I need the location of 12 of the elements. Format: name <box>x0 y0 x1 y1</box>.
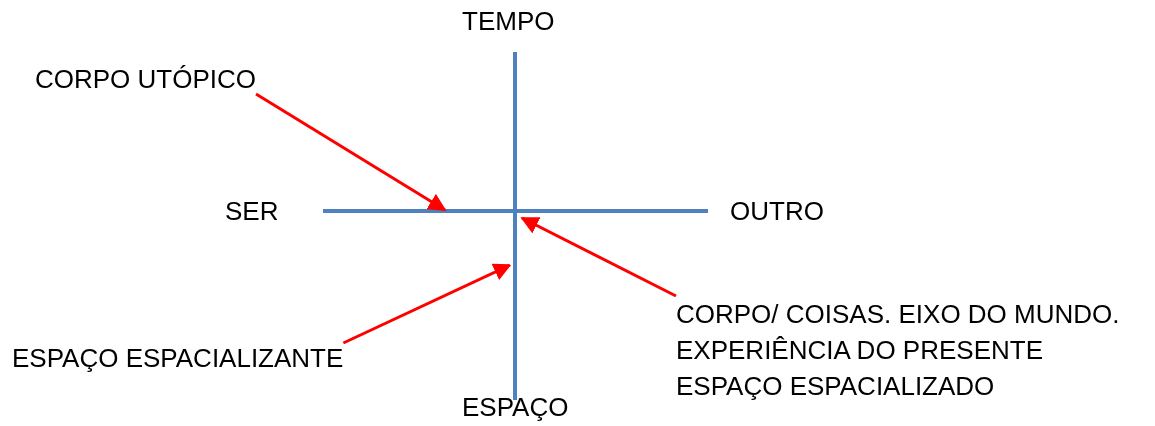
annotation-text: CORPO/ COISAS. EIXO DO MUNDO. <box>676 298 1120 331</box>
arrow <box>342 263 512 345</box>
annotation-text: CORPO UTÓPICO <box>35 64 256 94</box>
axis-label: ESPAÇO <box>462 392 569 422</box>
arrow <box>255 92 447 212</box>
arrow <box>520 216 677 298</box>
annotation-text: EXPERIÊNCIA DO PRESENTE <box>676 334 1044 367</box>
axis-label: TEMPO <box>462 6 555 36</box>
annotation-text: ESPAÇO ESPACIALIZANTE <box>12 343 344 373</box>
axis-label: SER <box>225 196 279 226</box>
axis-label: OUTRO <box>730 196 824 226</box>
annotation-text: ESPAÇO ESPACIALIZADO <box>676 370 996 403</box>
